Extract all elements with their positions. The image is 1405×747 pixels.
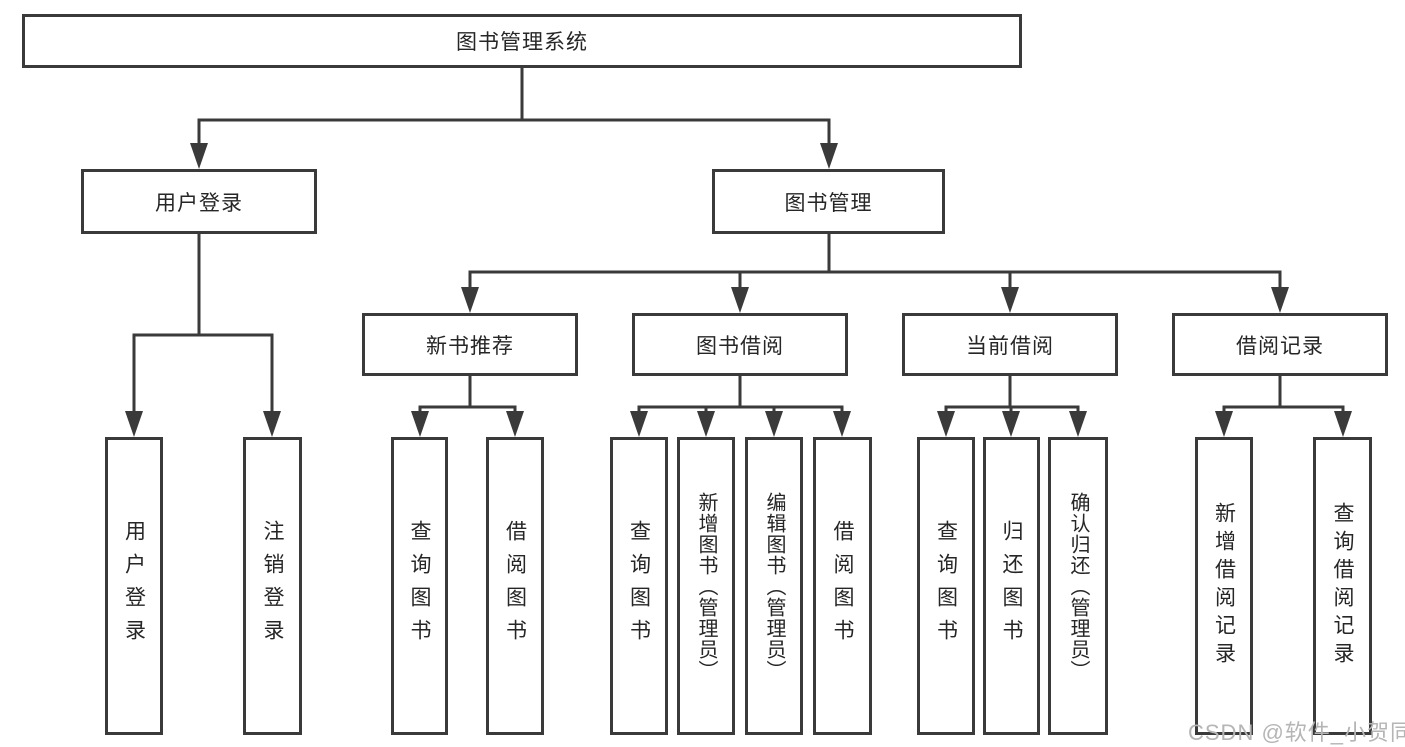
arrowhead-icon <box>190 143 208 169</box>
node-label-user-login: 用户登录 <box>155 191 243 215</box>
node-leaf-query-borrow-record: 查询借阅记录 <box>1313 437 1372 735</box>
node-root: 图书管理系统 <box>22 14 1022 68</box>
arrowhead-icon <box>1271 287 1289 313</box>
node-label-leaf-return-book: 归还图书 <box>1000 520 1023 652</box>
node-label-current-borrow: 当前借阅 <box>966 334 1054 358</box>
arrowhead-icon <box>1001 287 1019 313</box>
arrowhead-icon <box>630 411 648 437</box>
node-leaf-return-book: 归还图书 <box>983 437 1040 735</box>
node-current-borrow: 当前借阅 <box>902 313 1118 376</box>
arrowhead-icon <box>1334 411 1352 437</box>
node-label-new-book-recommend: 新书推荐 <box>426 334 514 358</box>
node-label-book-management: 图书管理 <box>784 191 873 215</box>
arrowhead-icon <box>125 411 143 437</box>
node-label-leaf-query-book-2: 查询图书 <box>627 520 651 652</box>
arrowhead-icon <box>461 287 479 313</box>
node-label-leaf-edit-book: 编辑图书（管理员） <box>763 491 785 681</box>
node-label-root: 图书管理系统 <box>456 31 588 54</box>
node-new-book-recommend: 新书推荐 <box>362 313 578 376</box>
arrowhead-icon <box>820 143 838 169</box>
arrowhead-icon <box>731 287 749 313</box>
arrowhead-icon <box>506 411 524 437</box>
node-leaf-query-book-3: 查询图书 <box>917 437 975 735</box>
node-leaf-query-book-2: 查询图书 <box>610 437 668 735</box>
node-label-leaf-borrow-book-1: 借阅图书 <box>503 520 527 652</box>
node-label-leaf-confirm-return: 确认归还（管理员） <box>1067 491 1089 681</box>
node-leaf-add-book: 新增图书（管理员） <box>677 437 735 735</box>
node-leaf-query-book-1: 查询图书 <box>391 437 448 735</box>
node-label-leaf-query-book-1: 查询图书 <box>408 520 431 652</box>
node-leaf-confirm-return: 确认归还（管理员） <box>1048 437 1108 735</box>
arrowhead-icon <box>411 411 429 437</box>
watermark: CSDN @软件_小贺同学 <box>1188 720 1405 745</box>
node-book-management: 图书管理 <box>712 169 945 234</box>
node-label-leaf-user-login: 用户登录 <box>122 520 146 652</box>
arrowhead-icon <box>263 411 281 437</box>
node-label-borrow-records: 借阅记录 <box>1236 334 1324 358</box>
node-leaf-edit-book: 编辑图书（管理员） <box>745 437 803 735</box>
node-label-leaf-query-book-3: 查询图书 <box>934 520 958 652</box>
node-book-borrow: 图书借阅 <box>632 313 848 376</box>
node-borrow-records: 借阅记录 <box>1172 313 1388 376</box>
arrowhead-icon <box>937 411 955 437</box>
node-leaf-add-borrow-record: 新增借阅记录 <box>1195 437 1253 735</box>
node-label-leaf-add-book: 新增图书（管理员） <box>695 491 717 681</box>
node-label-leaf-borrow-book-2: 借阅图书 <box>831 520 854 652</box>
node-user-login: 用户登录 <box>81 169 317 234</box>
arrowhead-icon <box>1069 411 1087 437</box>
arrowhead-icon <box>697 411 715 437</box>
arrowhead-icon <box>765 411 783 437</box>
node-label-leaf-add-borrow-record: 新增借阅记录 <box>1212 502 1236 670</box>
arrowhead-icon <box>1002 411 1020 437</box>
node-label-leaf-logout: 注销登录 <box>261 520 284 652</box>
node-label-leaf-query-borrow-record: 查询借阅记录 <box>1331 502 1354 670</box>
node-label-book-borrow: 图书借阅 <box>696 334 784 358</box>
arrowhead-icon <box>833 411 851 437</box>
node-leaf-logout: 注销登录 <box>243 437 302 735</box>
arrowhead-icon <box>1215 411 1233 437</box>
node-leaf-user-login: 用户登录 <box>105 437 163 735</box>
node-leaf-borrow-book-1: 借阅图书 <box>486 437 544 735</box>
node-leaf-borrow-book-2: 借阅图书 <box>813 437 872 735</box>
